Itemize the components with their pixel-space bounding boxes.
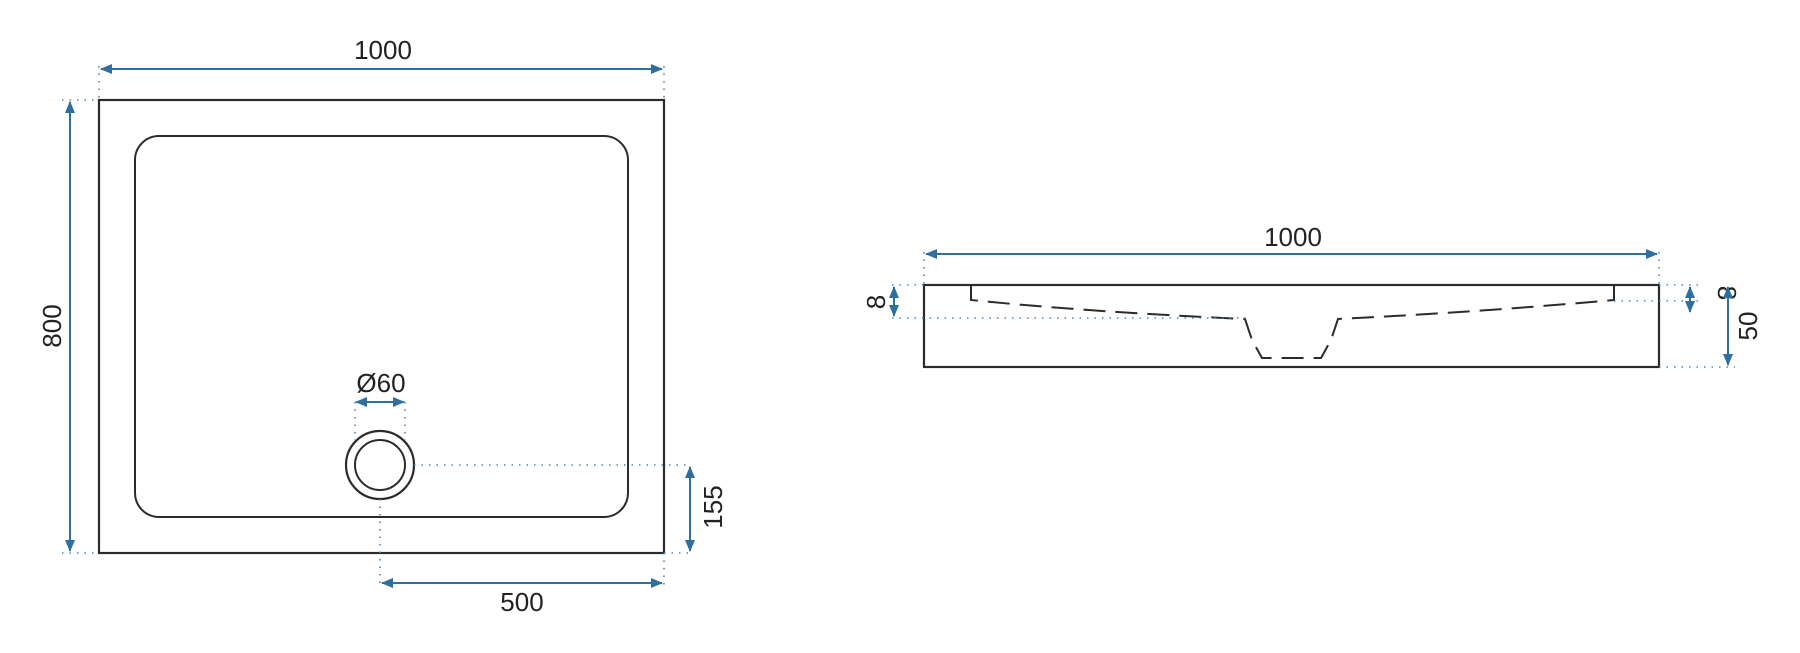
side-width-dimension: 1000 (923, 222, 1660, 285)
top-view: 1000 800 Ø60 155 500 (37, 35, 728, 617)
drain-inner-ring (354, 439, 406, 491)
rim-left-dimension: 8 (861, 284, 1250, 319)
top-height-label: 800 (37, 304, 67, 347)
top-width-dimension: 1000 (98, 35, 665, 100)
tray-inner-basin (134, 135, 629, 518)
drain-edge-offset-label: 155 (698, 485, 728, 528)
side-height-label: 50 (1733, 312, 1763, 341)
drain-center-offset-label: 500 (500, 587, 543, 617)
drain-center-offset-dimension: 500 (379, 499, 665, 617)
side-outline (922, 283, 1661, 369)
tray-outer-outline (97, 98, 666, 555)
rim-right-dimension: 8 (1614, 284, 1742, 313)
top-width-label: 1000 (354, 35, 412, 65)
top-height-dimension: 800 (37, 99, 99, 554)
side-inner-profile (970, 285, 1615, 359)
drain-edge-offset-dimension: 155 (414, 464, 728, 554)
drain-outer-ring (344, 429, 416, 501)
rim-left-label: 8 (861, 295, 891, 309)
side-view: 1000 8 8 50 (861, 222, 1763, 369)
drain-diameter-label: Ø60 (356, 368, 405, 398)
side-height-dimension: 50 (1659, 286, 1763, 368)
drain-diameter-dimension: Ø60 (354, 368, 406, 440)
side-width-label: 1000 (1264, 222, 1322, 252)
